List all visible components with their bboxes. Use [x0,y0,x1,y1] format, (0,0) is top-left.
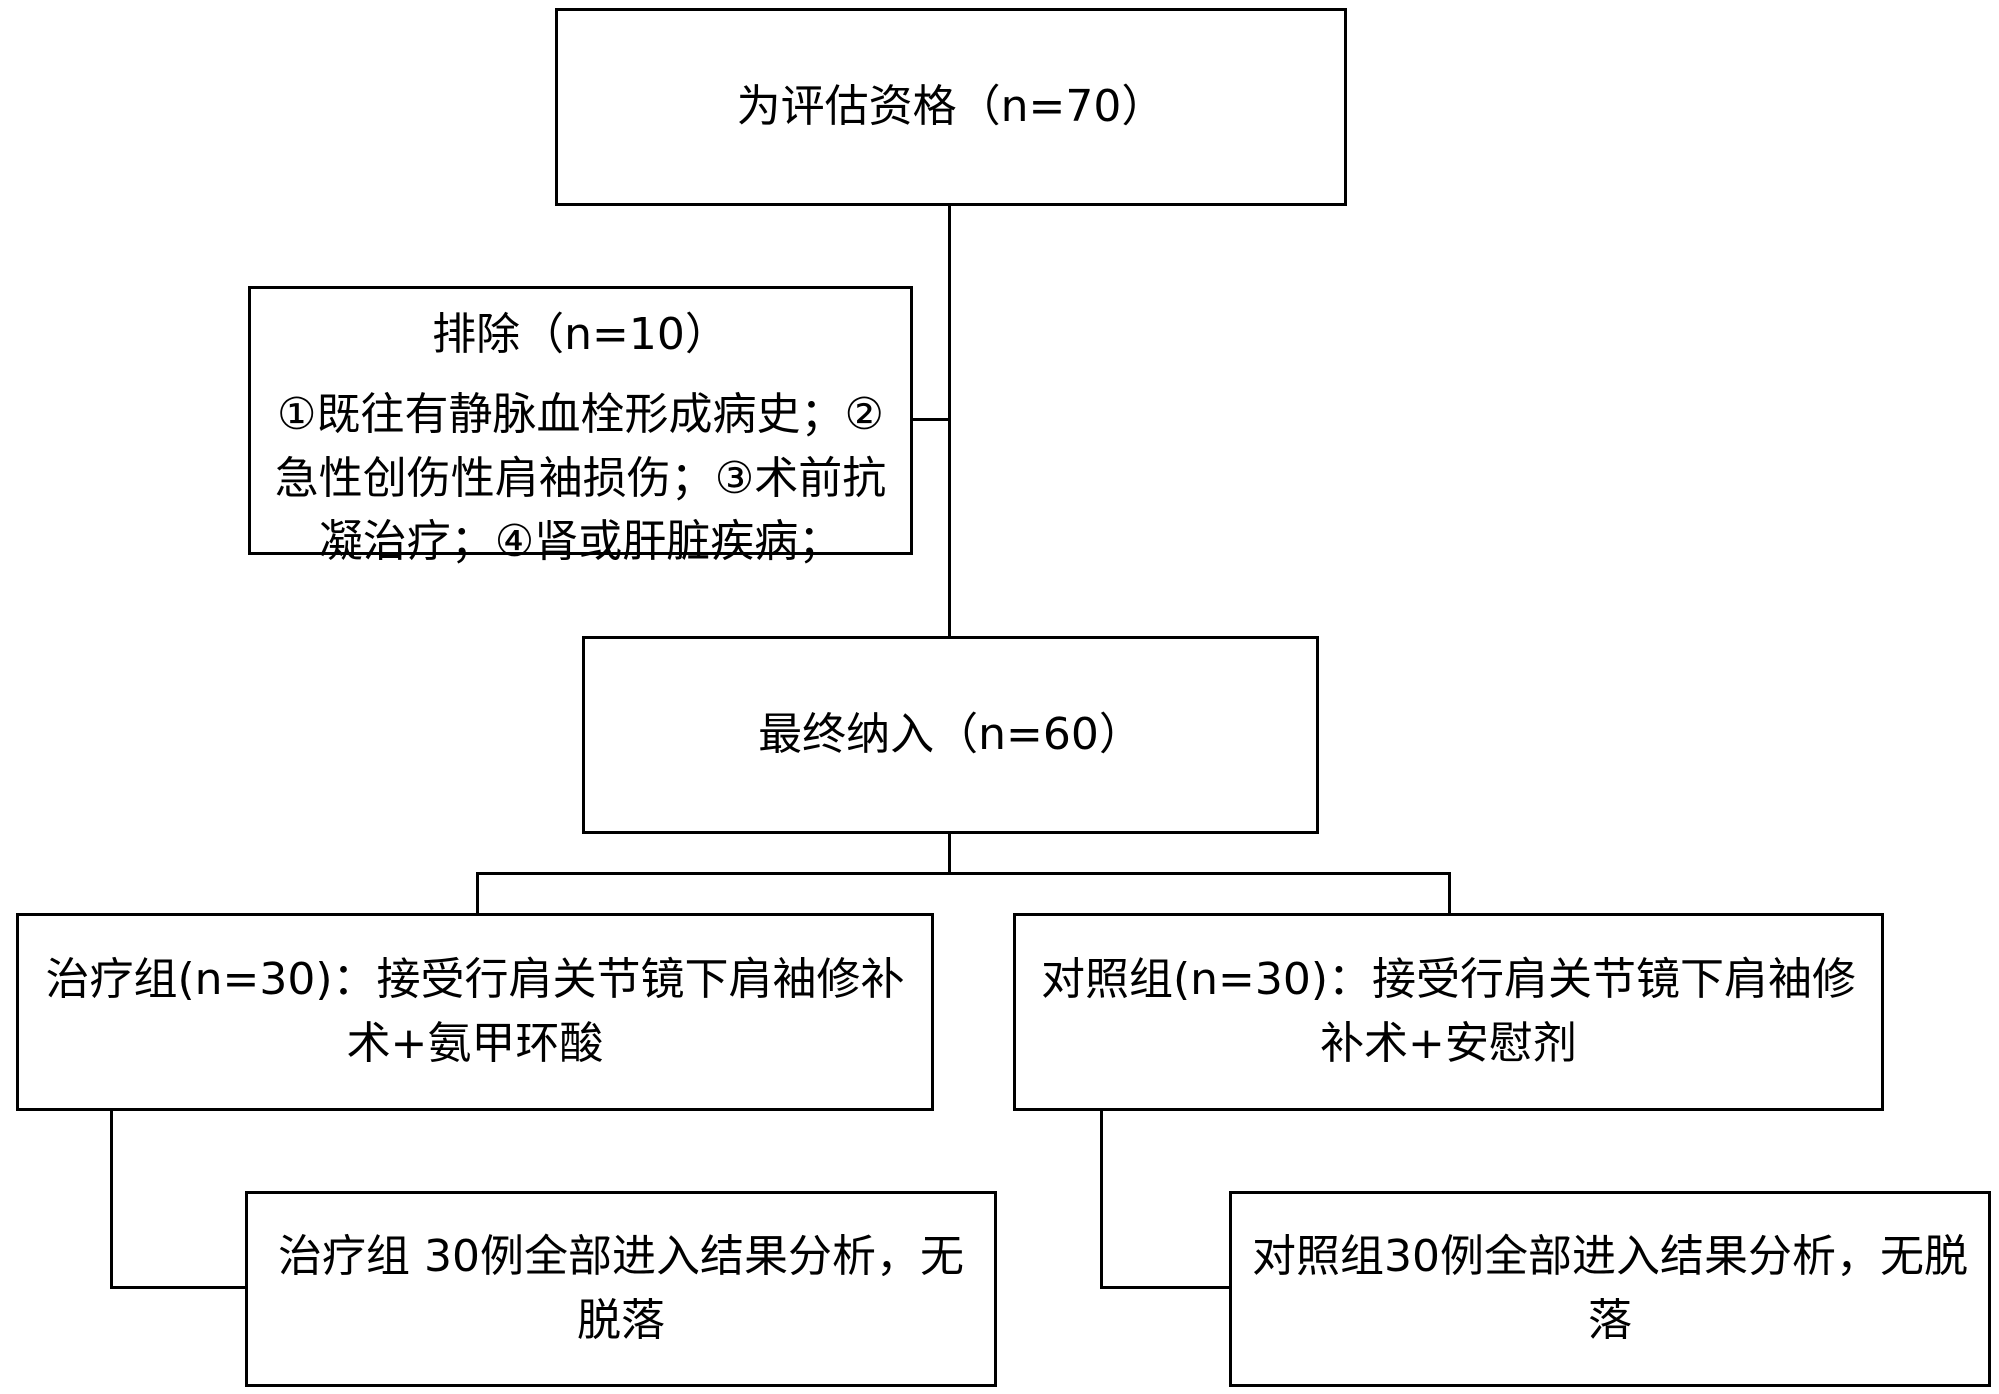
excluded-title: 排除（n=10） [432,309,729,360]
eligible-label: 为评估资格（n=70） [736,81,1166,133]
connector-treatment-down [110,1108,113,1289]
control-group-line: 对照组(n=30)：接受行肩关节镜下肩袖修 [1040,954,1857,1006]
excluded-criteria-line: 急性创伤性肩袖损伤；③术前抗 [274,452,887,504]
connector-branch [476,872,1451,875]
connector-to-treatment-result [110,1286,248,1289]
connector-enrolled-down [948,831,951,874]
excluded-criteria-line: 凝治疗；④肾或肝脏疾病； [318,516,843,568]
control-group-box: 对照组(n=30)：接受行肩关节镜下肩袖修 补术+安慰剂 [1013,913,1884,1111]
control-result-line: 对照组30例全部进入结果分析，无脱 [1252,1231,1968,1283]
treatment-result-box: 治疗组 30例全部进入结果分析，无 脱落 [245,1191,997,1387]
connector-to-control-result [1100,1286,1232,1289]
connector-to-control [1448,872,1451,916]
treatment-result-line: 脱落 [577,1295,665,1346]
excluded-box: 排除（n=10） ①既往有静脉血栓形成病史；② 急性创伤性肩袖损伤；③术前抗 凝… [248,286,913,567]
eligible-box: 为评估资格（n=70） [555,8,1347,206]
connector-to-treatment [476,872,479,916]
connector-control-down [1100,1108,1103,1289]
treatment-group-box: 治疗组(n=30)：接受行肩关节镜下肩袖修补 术+氨甲环酸 [16,913,934,1111]
treatment-result-line: 治疗组 30例全部进入结果分析，无 [278,1231,964,1283]
connector-to-excluded [912,418,951,421]
excluded-criteria-line: ①既往有静脉血栓形成病史；② [277,388,884,440]
enrolled-label: 最终纳入（n=60） [758,709,1143,761]
control-group-line: 补术+安慰剂 [1320,1018,1577,1069]
treatment-group-line: 术+氨甲环酸 [346,1018,604,1069]
enrolled-box: 最终纳入（n=60） [582,636,1319,834]
control-result-line: 落 [1588,1295,1632,1346]
treatment-group-line: 治疗组(n=30)：接受行肩关节镜下肩袖修补 [45,954,905,1006]
control-result-box: 对照组30例全部进入结果分析，无脱 落 [1229,1191,1991,1387]
